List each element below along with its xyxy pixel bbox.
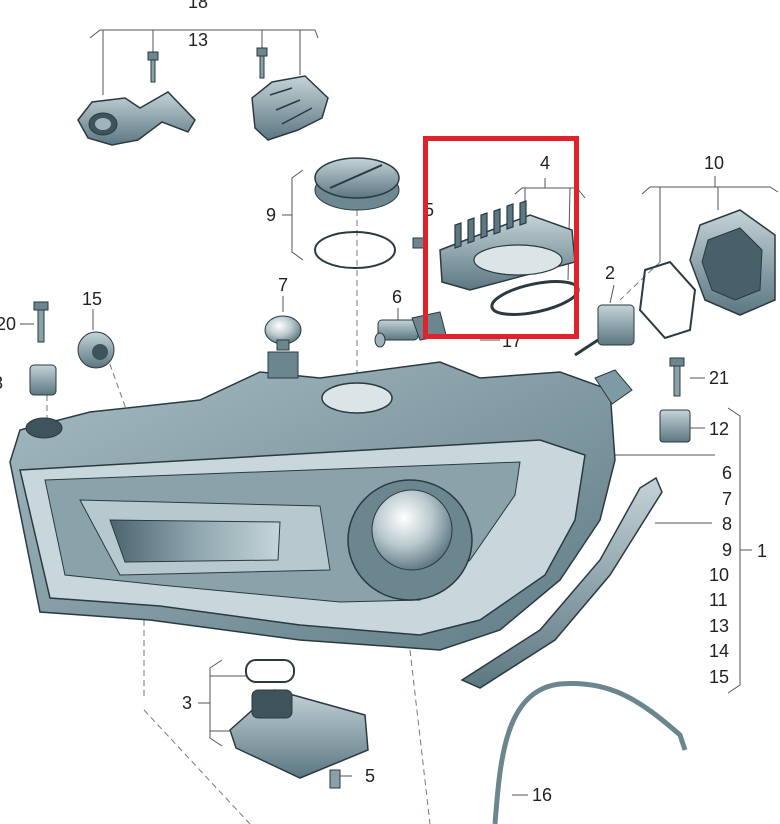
callout-3[interactable]: 3	[182, 693, 193, 713]
small-plug-5	[412, 237, 426, 249]
callout-5-bottom[interactable]: 5	[365, 766, 376, 786]
leader-lines	[20, 29, 779, 824]
bolt-13-left	[147, 51, 159, 83]
callout-21[interactable]: 21	[709, 368, 730, 388]
group1-item-11[interactable]: 11	[709, 590, 728, 610]
screw-20	[33, 301, 49, 343]
group1-item-14[interactable]: 14	[709, 641, 730, 661]
callout-8-left[interactable]: 8	[0, 374, 3, 392]
group1-item-6[interactable]: 6	[722, 463, 733, 483]
cap-seal-ring	[314, 231, 396, 269]
callout-9[interactable]: 9	[266, 205, 277, 225]
group1-item-15[interactable]: 15	[709, 667, 730, 687]
callout-15-top[interactable]: 15	[82, 289, 103, 309]
bulb-7	[264, 315, 302, 351]
nut-8-left	[29, 364, 57, 396]
callout-17[interactable]: 17	[502, 331, 523, 351]
bolt-13-right	[256, 47, 268, 79]
callout-7-top[interactable]: 7	[278, 275, 289, 295]
bulb-6	[374, 311, 447, 348]
group1-item-10[interactable]: 10	[709, 565, 730, 585]
group1-item-7[interactable]: 7	[722, 489, 733, 509]
group1-item-13[interactable]: 13	[709, 616, 730, 636]
housing-seal-10	[638, 260, 697, 340]
housing-cap-10	[689, 209, 776, 316]
callout-13[interactable]: 13	[188, 30, 209, 50]
screw-21	[669, 357, 685, 397]
headlight-housing	[9, 351, 633, 651]
callout-10[interactable]: 10	[704, 153, 725, 173]
xenon-bulb-2	[574, 304, 635, 357]
callout-6-top[interactable]: 6	[392, 287, 403, 307]
callout-5-top[interactable]: 5	[424, 200, 435, 220]
mounting-bracket-right	[251, 75, 329, 141]
group1-item-9[interactable]: 9	[722, 540, 733, 560]
callout-12[interactable]: 12	[709, 419, 730, 439]
cover-cap	[314, 157, 400, 211]
callout-1[interactable]: 1	[757, 541, 768, 561]
clip-12	[659, 409, 691, 443]
trim-strip	[460, 476, 663, 689]
control-unit-3	[229, 659, 369, 779]
adjuster-15	[77, 331, 115, 369]
callout-18[interactable]: 18	[188, 0, 209, 12]
group1-item-8[interactable]: 8	[722, 514, 733, 534]
mounting-bracket-left	[77, 91, 196, 146]
callout-2[interactable]: 2	[605, 263, 616, 283]
led-module-part-4	[439, 200, 576, 291]
callout-20[interactable]: 20	[0, 314, 17, 334]
callout-16[interactable]: 16	[532, 785, 553, 805]
callout-4[interactable]: 4	[540, 153, 551, 173]
screw-5-bottom	[329, 769, 341, 789]
cable-16	[492, 680, 688, 824]
